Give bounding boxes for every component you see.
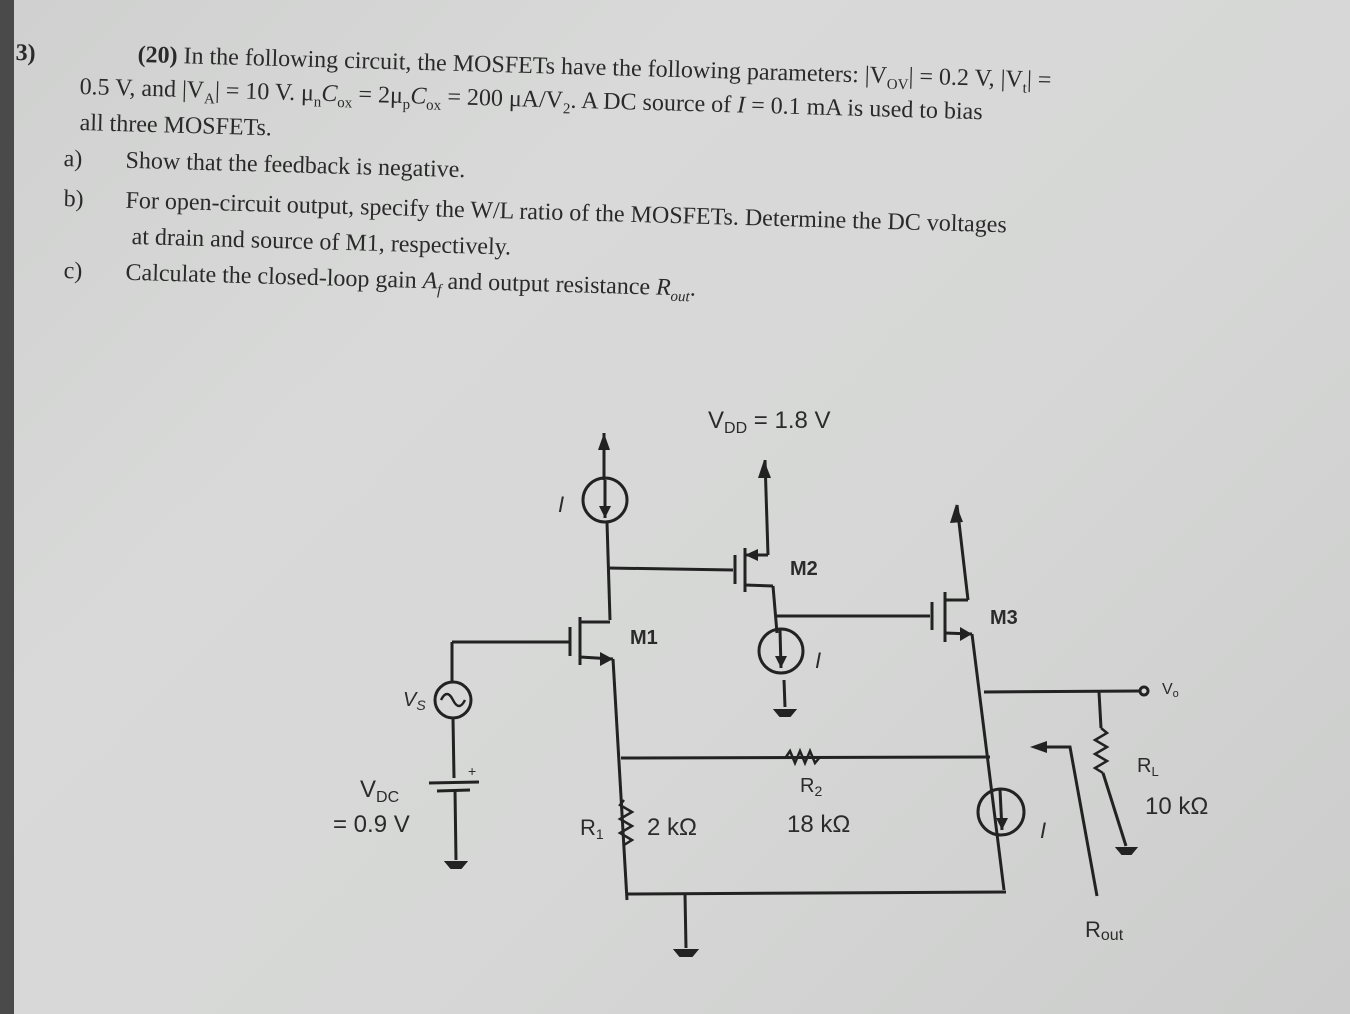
exam-page: 3) (20) In the following circuit, the MO…	[14, 0, 1350, 1014]
vo-label: Vo	[1162, 681, 1179, 700]
transistor-label-m2: M2	[790, 558, 818, 580]
transistor-m3	[943, 504, 1006, 891]
vs-label: VS	[403, 689, 426, 713]
rl-value: 10 kΩ	[1145, 793, 1208, 820]
ac-voltage-source-vs	[433, 680, 473, 779]
current-source-label-m1: I	[558, 492, 564, 517]
rl-label: RL	[1137, 755, 1159, 779]
transistor-m1	[568, 617, 629, 901]
transistor-m2	[743, 459, 779, 634]
current-source-label-m2: I	[815, 648, 821, 673]
rout-label: Rout	[1085, 917, 1124, 944]
m1-current-source	[581, 433, 629, 621]
r1-value: 2 kΩ	[647, 814, 697, 841]
resistor-r1	[617, 799, 635, 847]
transistor-label-m1: M1	[630, 627, 658, 649]
resistor-rl	[1092, 691, 1139, 855]
r1-label: R1	[580, 815, 604, 842]
current-source-label-m3: I	[1040, 818, 1046, 843]
m2-current-source	[757, 627, 805, 717]
battery-plus: +	[468, 763, 476, 779]
r2-label: R2	[800, 775, 822, 799]
resistor-r2	[784, 747, 821, 767]
r2-value: 18 kΩ	[787, 811, 850, 838]
dc-battery-vdc	[428, 780, 480, 869]
m3-current-source	[976, 787, 1026, 837]
transistor-label-m3: M3	[990, 607, 1018, 629]
vdc-value: = 0.9 V	[333, 811, 410, 838]
rout-arrow	[1030, 741, 1099, 897]
vdd-label: VDD = 1.8 V	[708, 407, 831, 437]
vdc-label: VDC	[360, 776, 399, 806]
